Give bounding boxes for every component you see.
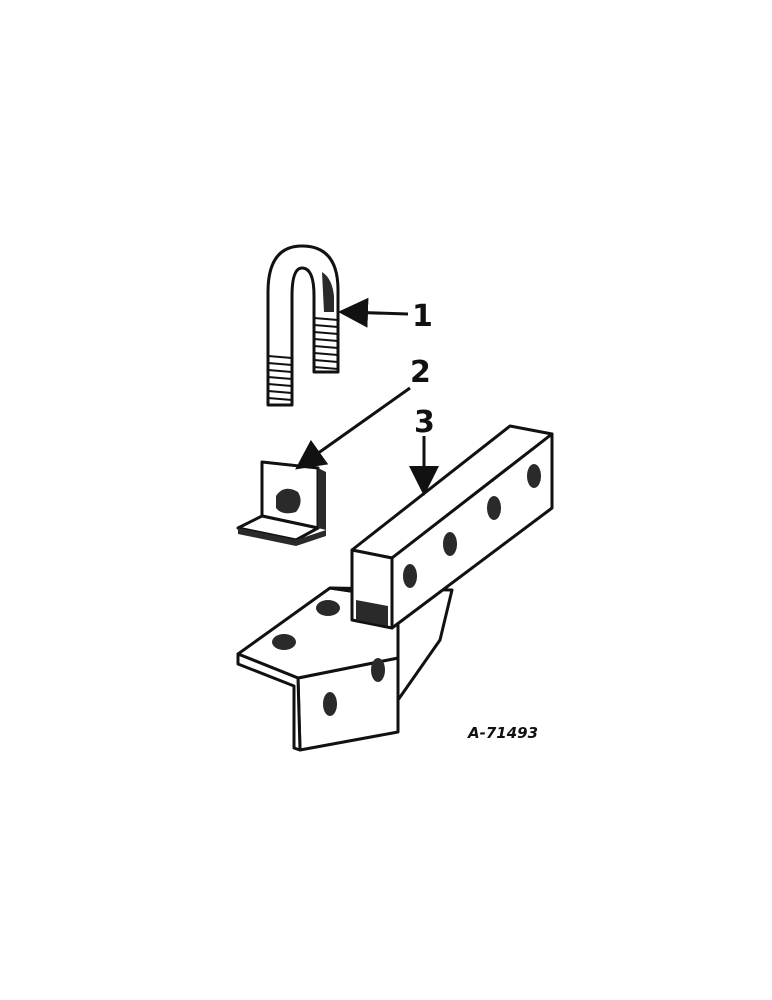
callout-3: 3 bbox=[414, 405, 435, 440]
callout-1: 1 bbox=[412, 299, 433, 334]
u-bolt-part-1 bbox=[266, 244, 340, 407]
figure-reference-code: A-71493 bbox=[467, 724, 538, 742]
u-bolt-right-threads bbox=[313, 317, 339, 370]
leader-line-part-2 bbox=[295, 386, 411, 470]
angle-plate-part-2 bbox=[236, 460, 326, 546]
leader-line-part-1 bbox=[338, 297, 409, 328]
callout-2: 2 bbox=[410, 355, 431, 390]
bracket-part-3 bbox=[236, 424, 554, 752]
u-bolt-left-threads bbox=[267, 355, 293, 401]
